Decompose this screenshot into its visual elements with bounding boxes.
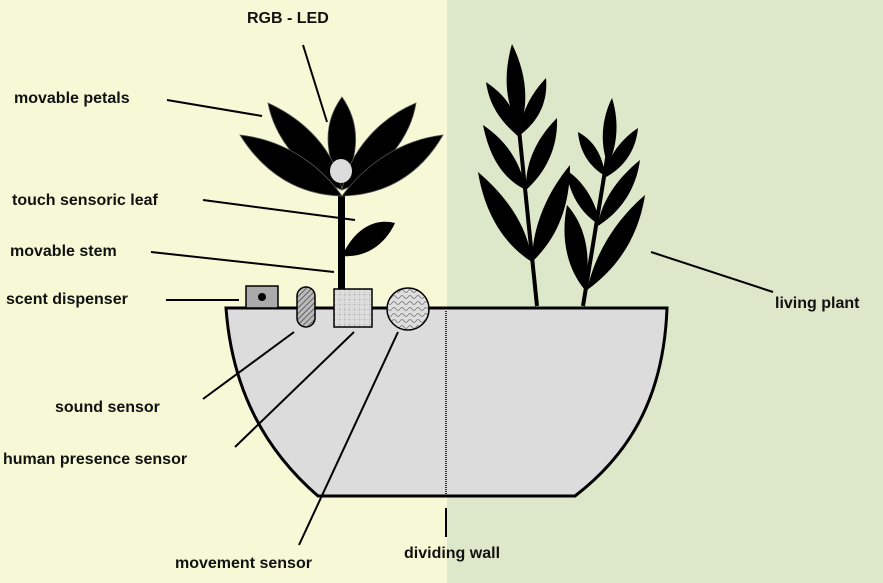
- scent-dispenser: [245, 285, 279, 309]
- label-touch-sensoric-leaf: touch sensoric leaf: [12, 192, 158, 209]
- movement-sensor: [386, 287, 430, 331]
- label-movable-stem: movable stem: [10, 243, 117, 260]
- touch-sensoric-leaf: [342, 221, 395, 257]
- sound-sensor: [296, 286, 316, 328]
- human-presence-sensor: [333, 288, 373, 328]
- label-sound-sensor: sound sensor: [55, 399, 160, 416]
- label-rgb-led: RGB - LED: [247, 10, 329, 27]
- label-movement-sensor: movement sensor: [175, 555, 312, 572]
- label-human-presence-sensor: human presence sensor: [3, 451, 188, 468]
- rgb-led: [330, 159, 352, 183]
- leader-lines: [150, 44, 774, 546]
- label-scent-dispenser: scent dispenser: [6, 291, 128, 308]
- label-dividing-wall: dividing wall: [404, 545, 501, 562]
- label-movable-petals: movable petals: [14, 90, 130, 107]
- movable-stem: [338, 196, 345, 291]
- label-living-plant: living plant: [775, 295, 860, 312]
- living-plant: [478, 44, 645, 307]
